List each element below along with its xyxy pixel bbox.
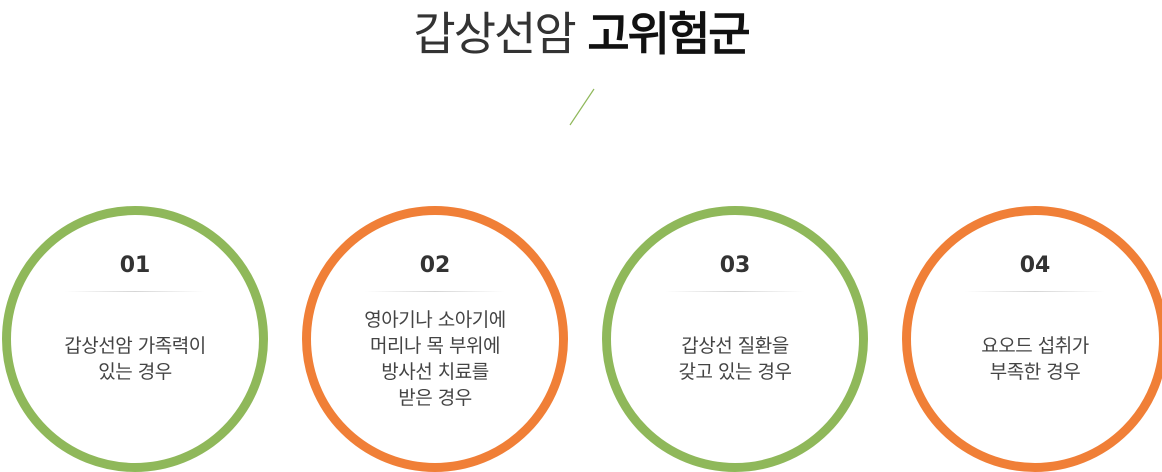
divider: [365, 291, 505, 292]
divider: [65, 291, 205, 292]
risk-line: 받은 경우: [398, 387, 472, 409]
risk-line: 갖고 있는 경우: [678, 361, 792, 383]
divider: [965, 291, 1105, 292]
page-title: 갑상선암 고위험군: [0, 0, 1162, 68]
risk-description: 갑상선암 가족력이 있는 경우: [31, 333, 239, 385]
risk-card-2: 02 영아기나 소아기에 머리나 목 부위에 방사선 치료를 받은 경우: [302, 206, 568, 472]
risk-number: 03: [719, 253, 751, 278]
risk-line: 갑상선 질환을: [681, 335, 789, 357]
risk-line: 부족한 경우: [989, 361, 1081, 383]
risk-card-1: 01 갑상선암 가족력이 있는 경우: [2, 206, 268, 472]
title-bold: 고위험군: [587, 7, 750, 61]
risk-line: 갑상선암 가족력이: [64, 335, 206, 357]
divider: [665, 291, 805, 292]
risk-description: 요오드 섭취가 부족한 경우: [931, 333, 1139, 385]
risk-line: 요오드 섭취가: [981, 335, 1089, 357]
risk-number: 02: [419, 253, 451, 278]
title-light: 갑상선암: [413, 7, 576, 61]
risk-line: 영아기나 소아기에: [364, 309, 506, 331]
risk-description: 영아기나 소아기에 머리나 목 부위에 방사선 치료를 받은 경우: [331, 307, 539, 411]
risk-card-4: 04 요오드 섭취가 부족한 경우: [902, 206, 1162, 472]
risk-number: 04: [1019, 253, 1051, 278]
risk-card-3: 03 갑상선 질환을 갖고 있는 경우: [602, 206, 868, 472]
risk-description: 갑상선 질환을 갖고 있는 경우: [631, 333, 839, 385]
risk-number: 01: [119, 253, 151, 278]
risk-line: 방사선 치료를: [381, 361, 489, 383]
slash-decoration: [569, 88, 595, 126]
risk-line: 있는 경우: [98, 361, 172, 383]
risk-line: 머리나 목 부위에: [370, 335, 500, 357]
